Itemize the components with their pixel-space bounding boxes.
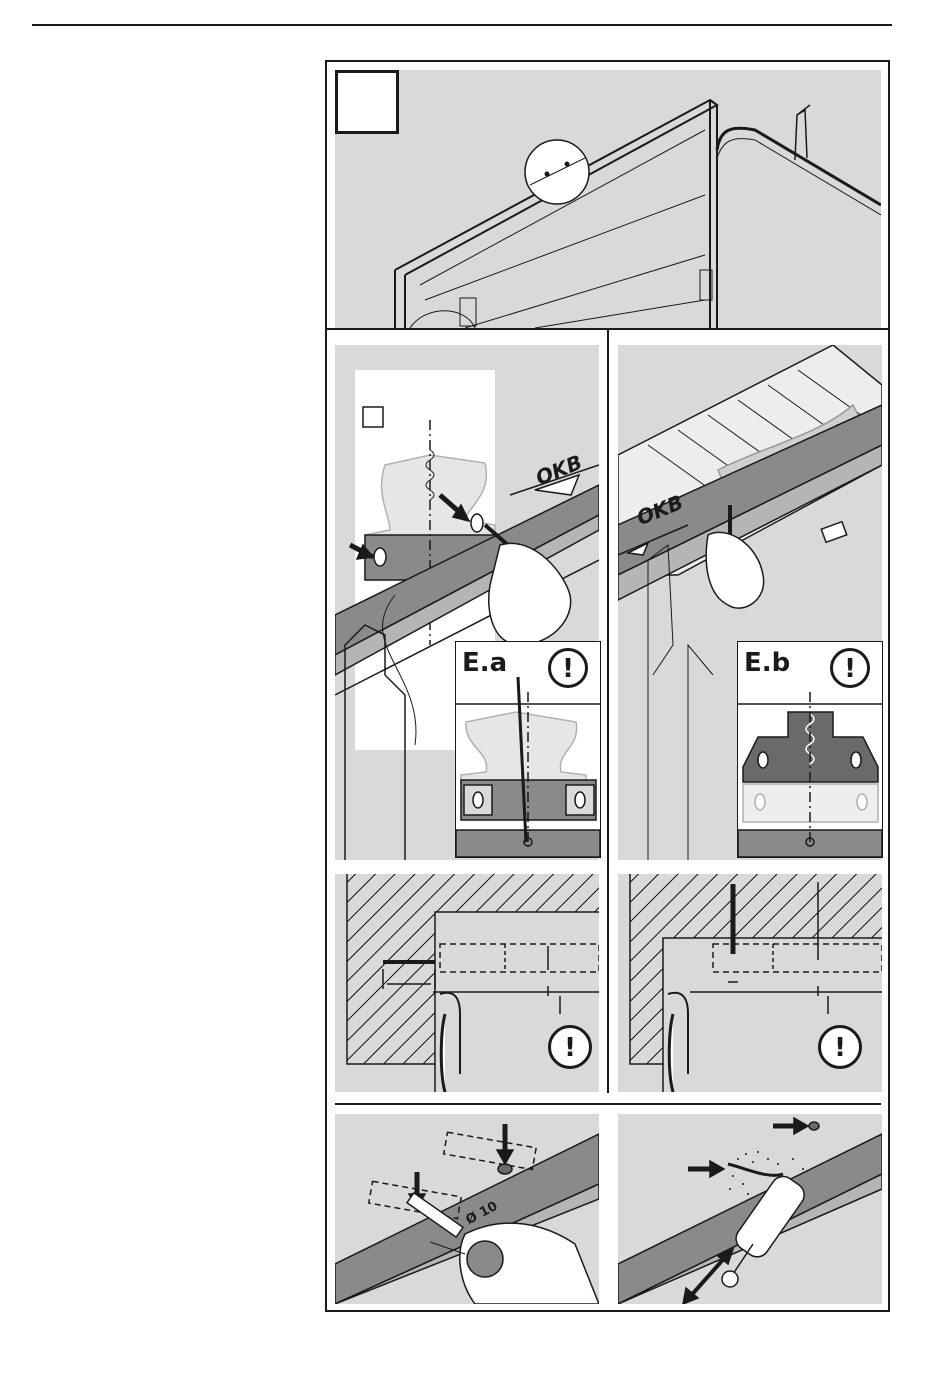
warning-glyph: !: [821, 1029, 859, 1067]
divider-2: [335, 1103, 881, 1105]
warning-glyph: !: [551, 1029, 589, 1067]
inset-ea: E.a !: [455, 641, 601, 858]
warning-icon: !: [548, 1025, 592, 1069]
page-top-rule: [32, 24, 892, 26]
panel-door-overview: [335, 70, 881, 328]
inset-ea-drawing: [456, 642, 600, 857]
warning-icon: !: [818, 1025, 862, 1069]
clean-drawing: [618, 1114, 882, 1304]
panel-clean: [618, 1114, 882, 1304]
panel-drill: Ø 10: [335, 1114, 599, 1304]
divider-center: [607, 328, 609, 1093]
drill-drawing: [335, 1114, 599, 1304]
step-number-box: [335, 70, 399, 134]
door-overview-drawing: [335, 70, 881, 328]
inset-eb: E.b !: [737, 641, 883, 858]
inset-eb-drawing: [738, 642, 882, 857]
